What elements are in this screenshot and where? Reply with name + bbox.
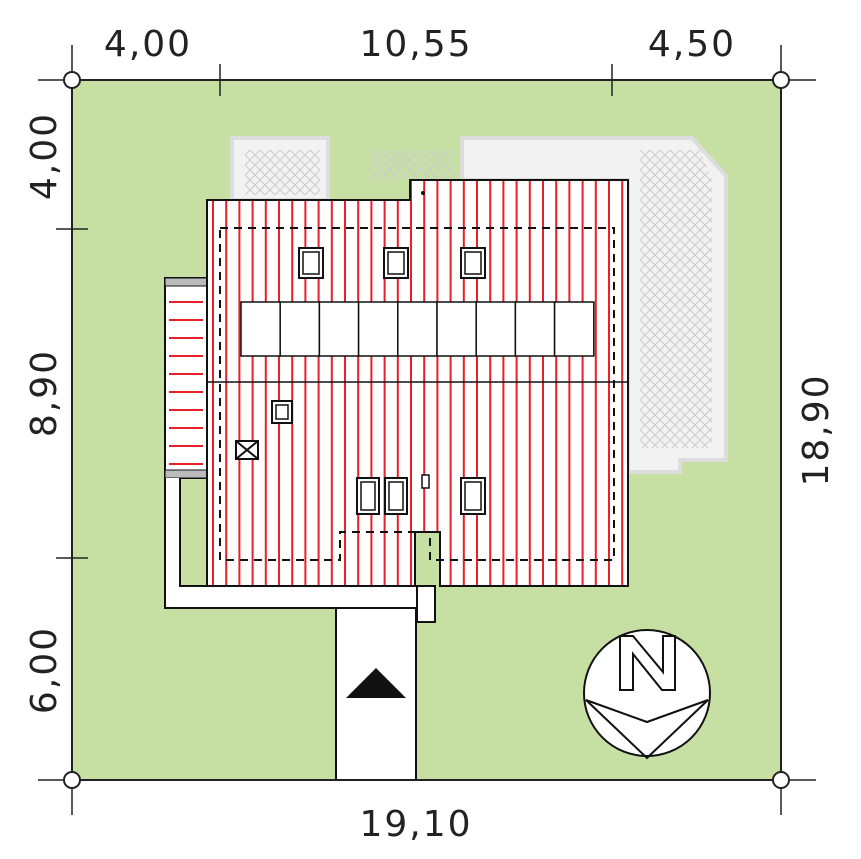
dim-top-left: 4,00 [104, 24, 192, 65]
roof-window-frame [360, 481, 376, 511]
solar-panel [436, 301, 477, 357]
main-roof [206, 179, 629, 587]
roof-window-frame [464, 251, 482, 275]
solar-panel [514, 301, 556, 357]
roof-window-frame [275, 404, 289, 420]
roof-window-frame [464, 481, 482, 511]
solar-panel [318, 301, 360, 357]
roof-window [271, 400, 293, 424]
dim-top-middle: 10,55 [359, 24, 472, 65]
entrance-step [416, 585, 436, 623]
corner-markers [63, 71, 790, 789]
dim-left-top: 4,00 [24, 112, 65, 200]
dimension-lines [38, 45, 816, 815]
roof-window-frame [387, 251, 405, 275]
side-annex [164, 277, 208, 479]
dim-right: 18,90 [796, 373, 837, 486]
dim-left-middle: 8,90 [24, 349, 65, 437]
roof-window [356, 477, 380, 515]
solar-panel [357, 301, 399, 357]
solar-panel [240, 301, 281, 357]
solar-panel [279, 301, 321, 357]
north-n-icon [619, 635, 676, 691]
solar-panel [475, 301, 517, 357]
vent-small [421, 191, 425, 195]
entrance-arrow-icon [346, 668, 406, 698]
vent [421, 474, 430, 489]
solar-panel-strip [240, 301, 595, 357]
solar-panel [397, 301, 438, 357]
dim-bottom: 19,10 [359, 804, 472, 845]
terrace [230, 136, 728, 474]
chimney [235, 440, 259, 460]
north-compass: N [583, 629, 711, 760]
dim-left-bottom: 6,00 [24, 626, 65, 714]
roof-window-frame [388, 481, 404, 511]
dim-top-right: 4,50 [648, 24, 736, 65]
roof-windows [271, 247, 486, 515]
roof-window-frame [302, 251, 320, 275]
solar-panel [553, 301, 595, 357]
roof-window [384, 477, 408, 515]
